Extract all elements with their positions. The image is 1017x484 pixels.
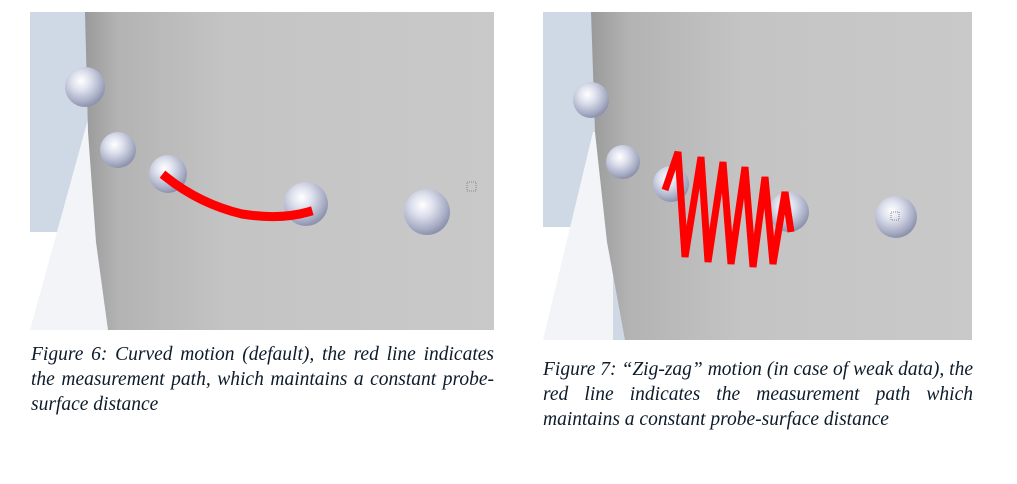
- cylinder-surface: [85, 12, 494, 330]
- sphere-marker: [606, 145, 640, 179]
- zigzag-measurement-path: [661, 150, 795, 268]
- curved-measurement-path: [159, 170, 314, 222]
- figure-7-image: [543, 12, 972, 340]
- cylinder-surface: [591, 12, 972, 340]
- light-wedge: [543, 132, 613, 340]
- sphere-marker: [100, 132, 136, 168]
- sphere-marker: [404, 189, 450, 235]
- selection-marker: [466, 181, 477, 192]
- figure-7-caption: Figure 7: “Zig-zag” motion (in case of w…: [543, 359, 973, 430]
- figure-7-render: [543, 12, 972, 340]
- sphere-marker: [573, 82, 609, 118]
- sphere-marker: [875, 196, 917, 238]
- figure-6-image: [30, 12, 494, 330]
- sphere-marker: [65, 67, 105, 107]
- figure-6-render: [30, 12, 494, 330]
- figure-6-caption: Figure 6: Curved motion (default), the r…: [31, 344, 494, 415]
- light-wedge: [30, 112, 110, 330]
- selection-marker: [890, 211, 900, 221]
